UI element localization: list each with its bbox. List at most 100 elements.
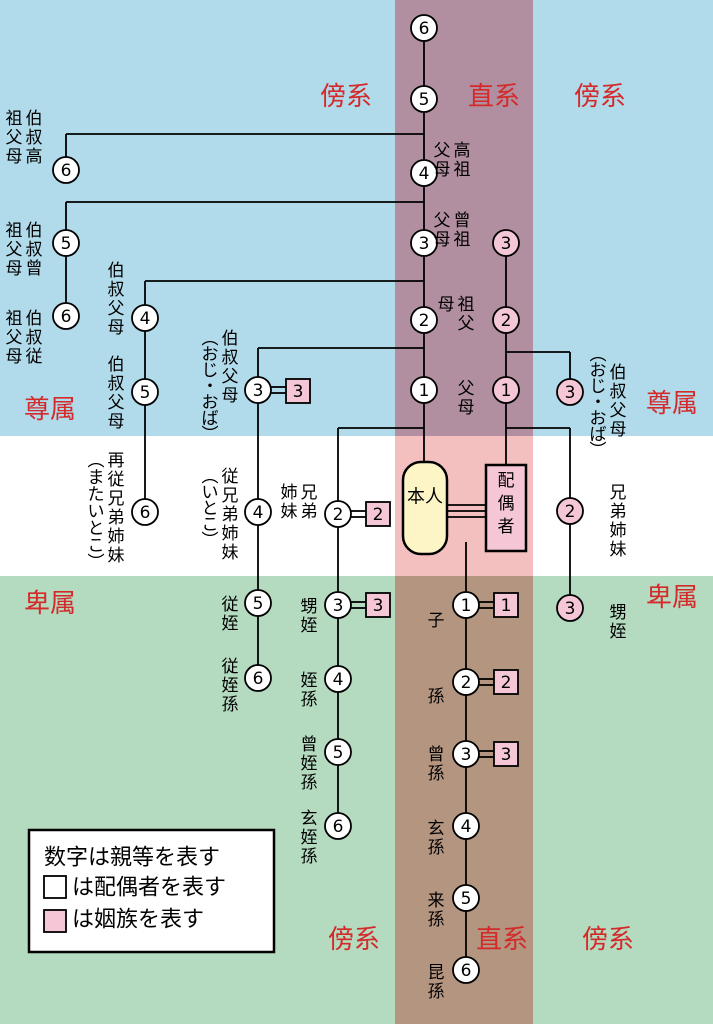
region-lineal-bottom: 直系 [476, 925, 528, 955]
degree-number: 1 [501, 596, 512, 616]
label-gggranduncle: 伯叔高祖父母 [6, 109, 43, 167]
cousin-child-node: 5 [244, 589, 272, 617]
region-lineal-top: 直系 [468, 82, 520, 112]
descendant-background [0, 576, 713, 1024]
degree-number: 2 [333, 505, 344, 525]
degree-number: 2 [461, 673, 472, 693]
lineal-descendant-2: 2 [452, 668, 480, 696]
lineal-ascendant-3: 3 [410, 229, 438, 257]
same-generation-background [0, 436, 713, 576]
label-spouse-uncle: 伯叔父母 [610, 363, 627, 440]
degree-number: 2 [419, 311, 430, 331]
label-gggg-grandchild: 昆孫 [428, 963, 445, 1002]
degree-number: 2 [501, 311, 512, 331]
label-sibling: 兄弟姉妹 [281, 483, 318, 522]
degree-number: 6 [140, 503, 151, 523]
label-second-cousin-reading: ︵またいとこ︶ [88, 451, 105, 573]
uncle-spouse-box: 3 [285, 378, 311, 404]
legend-spouse-swatch [43, 875, 67, 899]
degree-number: 5 [61, 234, 72, 254]
degree-number: 3 [501, 745, 512, 765]
degree-number: 3 [461, 745, 472, 765]
label-child: 子 [428, 611, 445, 631]
lineal-ascendant-2: 2 [410, 306, 438, 334]
cousin-node: 4 [244, 498, 272, 526]
lineal-ascendant-6: 6 [410, 14, 438, 42]
legend-spouse-text: は配偶者を表す [72, 876, 226, 901]
label-cousin: 従兄弟姉妹 [222, 467, 239, 563]
degree-number: 3 [293, 382, 304, 402]
granduncle-second-node: 5 [131, 378, 159, 406]
degree-number: 2 [565, 502, 576, 522]
degree-number: 2 [373, 505, 384, 525]
label-granduncle-second: 伯叔父母 [108, 355, 125, 432]
label-spouse-uncle-reading: ︵おじ・おば︶ [590, 345, 607, 461]
sibling-node: 2 [324, 500, 352, 528]
lineal-descendant-4: 4 [452, 812, 480, 840]
nephew-spouse-box: 3 [365, 592, 391, 618]
degree-number: 3 [333, 596, 344, 616]
greatgrandnephew-node: 5 [324, 738, 352, 766]
spouse-label: 配偶者 [498, 471, 515, 537]
label-great-great-grandparents: 高祖父母 [434, 141, 471, 180]
region-collateral-bottom-left: 傍系 [328, 925, 380, 955]
region-descendant-left: 卑属 [24, 589, 76, 619]
legend: 数字は親等を表す は配偶者を表す は姻族を表す [27, 828, 276, 954]
cousin-grandchild-node: 6 [244, 664, 272, 692]
legend-title: 数字は親等を表す [44, 846, 220, 871]
degree-number: 6 [61, 161, 72, 181]
lineal-ascendant-1: 1 [410, 376, 438, 404]
spouse-ascendant-3: 3 [492, 229, 520, 257]
spouse-node: 配偶者 [484, 463, 528, 553]
label-ggranduncle: 伯叔曾祖父母 [6, 221, 43, 279]
label-grandchild: 孫 [428, 687, 445, 707]
label-uncle-reading: ︵おじ・おば︶ [202, 329, 219, 445]
lineal-ascendant-4: 4 [410, 159, 438, 187]
degree-number: 5 [461, 889, 472, 909]
spouse-uncle-node: 3 [556, 378, 584, 406]
uncle-node: 3 [244, 376, 272, 404]
nephew-node: 3 [324, 591, 352, 619]
legend-inlaw-text: は姻族を表す [72, 908, 204, 933]
descendant-1-spouse-box: 1 [493, 592, 519, 618]
spouse-sibling-node: 2 [556, 497, 584, 525]
region-ascendant-left: 尊属 [24, 395, 76, 425]
ascendant-background [0, 0, 713, 436]
spouse-nephew-node: 3 [556, 594, 584, 622]
label-great-grandparents: 曾祖父母 [434, 211, 471, 250]
degree-number: 6 [419, 19, 430, 39]
degree-number: 3 [565, 383, 576, 403]
label-uncle: 伯叔父母 [222, 329, 239, 406]
degree-number: 3 [419, 234, 430, 254]
degree-number: 2 [501, 673, 512, 693]
label-grandparents: 祖父母 [438, 295, 475, 334]
self-node: 本人 [401, 460, 449, 556]
label-cousin-reading: ︵いとこ︶ [202, 467, 219, 551]
legend-inlaw-swatch [43, 909, 67, 933]
degree-number: 3 [565, 599, 576, 619]
self-label: 本人 [407, 487, 443, 508]
label-spouse-sibling: 兄弟姉妹 [610, 483, 627, 560]
label-spouse-nephew: 甥姪 [610, 603, 627, 642]
degree-number: 3 [253, 381, 264, 401]
degree-number: 4 [140, 309, 151, 329]
descendant-2-spouse-box: 2 [493, 669, 519, 695]
sibling-spouse-box: 2 [365, 501, 391, 527]
descendant-3-spouse-box: 3 [493, 741, 519, 767]
degree-number: 3 [501, 234, 512, 254]
spouse-ascendant-2: 2 [492, 306, 520, 334]
region-collateral-top-left: 傍系 [320, 82, 372, 112]
lineal-descendant-3: 3 [452, 740, 480, 768]
degree-number: 6 [253, 669, 264, 689]
spouse-ascendant-1: 1 [492, 376, 520, 404]
label-greatgrandnephew: 曾姪孫 [301, 735, 318, 793]
label-nephew: 甥姪 [301, 597, 318, 636]
region-ascendant-right: 尊属 [646, 389, 698, 419]
label-cousin-grandchild: 従姪孫 [222, 657, 239, 715]
granduncle-node: 4 [131, 304, 159, 332]
grandnephew-node: 4 [324, 665, 352, 693]
label-gg-grandchild: 玄孫 [428, 819, 445, 858]
label-cousin-child: 従姪 [222, 595, 239, 634]
lineal-ascendant-5: 5 [410, 85, 438, 113]
